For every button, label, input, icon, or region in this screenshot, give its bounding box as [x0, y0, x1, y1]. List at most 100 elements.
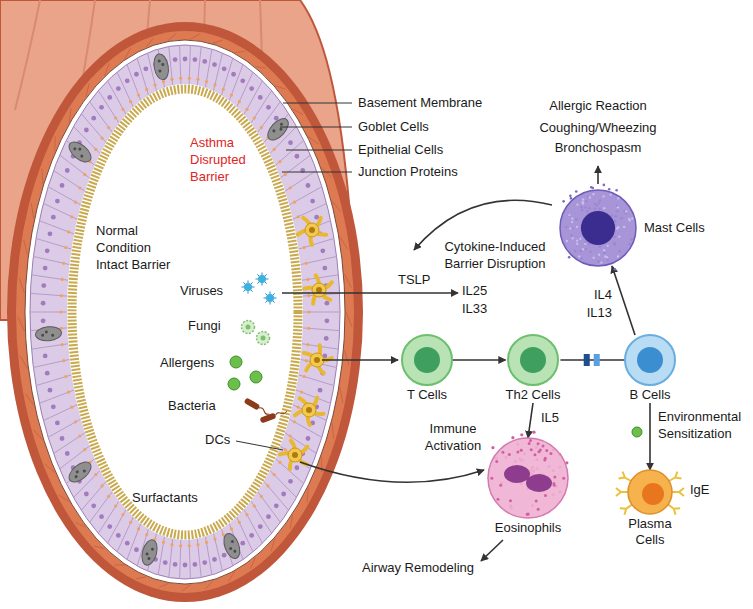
fungus-core: [261, 336, 266, 341]
epithelial-cell-border: [48, 419, 81, 437]
junction-protein: [162, 541, 165, 544]
cell-nucleus: [294, 154, 299, 159]
cell-nucleus: [45, 371, 50, 376]
cell-drawing: [625, 335, 675, 385]
eosinophil-granule: [539, 449, 542, 452]
junction-protein: [305, 262, 308, 265]
junction-protein: [230, 93, 233, 96]
fungus-core: [246, 325, 251, 330]
cell-nucleus: [249, 533, 254, 538]
cell-nucleus: [163, 560, 168, 565]
epithelial-cell-border: [258, 492, 281, 523]
junction-protein: [153, 83, 156, 86]
cell-nucleus: [91, 503, 96, 508]
junction-protein: [297, 215, 300, 218]
eosinophil-granule: [537, 442, 540, 445]
cell-nucleus: [202, 59, 207, 64]
junction-protein: [129, 100, 132, 103]
fungus: [257, 332, 270, 345]
junction-protein: [162, 80, 165, 83]
cell-nucleus: [173, 562, 178, 567]
epithelial-cell-border: [43, 405, 77, 421]
cell-shape: [402, 335, 452, 385]
muscle-fiber: [136, 577, 146, 579]
mast-granule: [566, 240, 568, 242]
cell-nucleus: [84, 492, 89, 497]
cell-label: Th2 Cells: [506, 387, 561, 403]
epithelial-cell-border: [137, 58, 148, 95]
cell-nucleus: [274, 503, 279, 508]
epithelial-cell-border: [33, 256, 69, 264]
eosinophil-granule: [533, 453, 536, 456]
goblet-cell-body: [221, 531, 243, 560]
allergen: [228, 378, 240, 390]
dendritic-cell-body: [305, 223, 319, 237]
junction-protein: [293, 420, 296, 423]
eosinophil-granule: [520, 433, 523, 436]
eosinophil-granule: [532, 431, 535, 434]
cell-nucleus: [41, 283, 46, 288]
cell-svg: [488, 438, 568, 518]
junction-protein: [266, 484, 269, 487]
eosinophil-granule: [544, 494, 547, 497]
cell-nucleus: [107, 524, 112, 529]
junction-protein: [94, 473, 97, 476]
cell-nucleus: [288, 140, 293, 145]
epithelial-cell-border: [36, 375, 72, 386]
dendritic-cell-nucleus: [306, 407, 312, 413]
allergen: [632, 427, 642, 437]
mast-granule: [628, 218, 630, 220]
junction-protein: [213, 83, 216, 86]
cell-nucleus: [51, 404, 56, 409]
goblet-granule: [51, 334, 54, 337]
mast-granule: [575, 190, 578, 193]
goblet-granule: [80, 154, 84, 158]
muscle-fiber: [256, 67, 266, 68]
junction-protein: [253, 504, 256, 507]
epithelial-cell-border: [32, 344, 69, 349]
eosinophil-granule: [499, 484, 502, 487]
goblet-cell-body: [152, 53, 170, 81]
junction-protein: [137, 527, 140, 530]
goblet-granule: [230, 540, 234, 544]
junction-protein: [306, 343, 309, 346]
junction-protein: [100, 484, 103, 487]
goblet-granule: [161, 63, 164, 66]
cell-nucleus: [99, 514, 104, 519]
cell-nucleus: [183, 563, 188, 568]
flow-arrow: [300, 462, 484, 482]
cell-node: T Cells: [402, 335, 452, 403]
bacterium-flagellum: [258, 407, 270, 416]
mast-granule: [582, 201, 584, 203]
epithelial-cell-border: [81, 114, 106, 143]
mast-granule: [604, 255, 606, 257]
goblet-granule: [74, 475, 78, 479]
muscle-fiber: [182, 585, 191, 591]
lymphocyte-body: [625, 335, 675, 385]
goblet-granule: [158, 69, 161, 72]
epithelial-cell-border: [197, 46, 201, 85]
junction-protein: [179, 544, 182, 547]
junction-protein: [74, 420, 77, 423]
cell-shape: [625, 335, 675, 385]
junction-protein: [114, 116, 117, 119]
cell-nucleus: [306, 436, 311, 441]
mast-granule: [617, 197, 619, 199]
mast-granule: [579, 237, 581, 239]
junction-protein: [230, 527, 233, 530]
dendritic-cell: [280, 441, 307, 470]
junction-protein: [188, 544, 191, 547]
cell-nucleus: [65, 168, 70, 173]
cell-node: Th2 Cells: [506, 335, 561, 403]
figure-label: Asthma Disrupted Barrier: [190, 134, 256, 185]
mast-granule: [582, 198, 584, 200]
airway-muscle-outer: [7, 22, 363, 602]
goblet-granule: [151, 547, 155, 551]
muscle-fiber: [94, 546, 104, 548]
cell-nucleus: [60, 436, 65, 441]
junction-protein: [245, 108, 248, 111]
goblet-granule: [145, 552, 149, 556]
muscle-fiber: [340, 237, 348, 249]
epithelial-cell-border: [214, 53, 223, 91]
goblet-cell-body: [66, 458, 95, 485]
